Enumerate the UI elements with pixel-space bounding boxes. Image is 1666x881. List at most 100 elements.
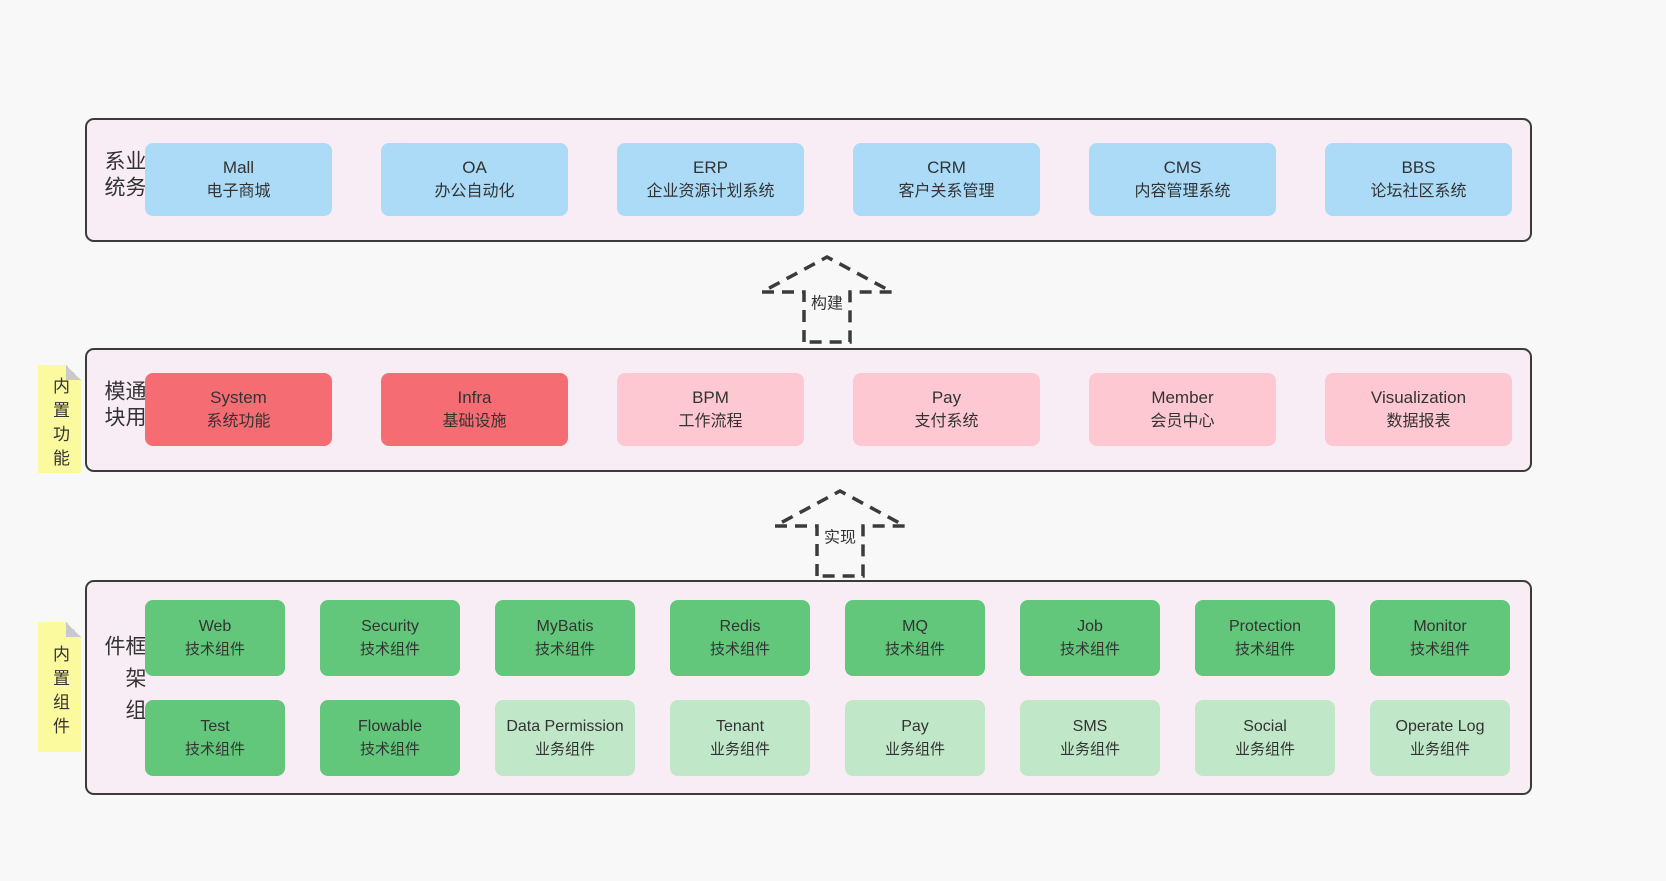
module-title: BBS xyxy=(1401,157,1436,177)
module-data-permission: Data Permission 业务组件 xyxy=(495,700,635,776)
module-title: Web xyxy=(198,617,232,635)
module-title: CRM xyxy=(927,157,966,177)
module-subtitle: 支付系统 xyxy=(914,412,979,430)
module-title: OA xyxy=(462,157,487,177)
module-bpm: BPM 工作流程 xyxy=(617,373,804,446)
band-side-label: 通用模块 xyxy=(102,380,146,432)
module-security: Security 技术组件 xyxy=(320,600,460,676)
module-subtitle: 业务组件 xyxy=(1059,740,1120,758)
dashed-up-arrow-icon xyxy=(761,255,893,344)
module-title: Infra xyxy=(457,387,492,407)
sticky-note-label: 内置功能 xyxy=(50,377,69,473)
module-subtitle: 数据报表 xyxy=(1386,412,1451,430)
module-job: Job 技术组件 xyxy=(1020,600,1160,676)
module-title: MQ xyxy=(902,617,928,635)
module-subtitle: 业务组件 xyxy=(1409,740,1470,758)
module-title: Security xyxy=(361,617,419,635)
module-crm: CRM 客户关系管理 xyxy=(853,143,1040,216)
band-row: Mall 电子商城 OA 办公自动化 ERP 企业资源计划系统 CRM 客户关系管理 CMS 内容… xyxy=(145,143,1512,216)
module-member: Member 会员中心 xyxy=(1089,373,1276,446)
module-pay: Pay 业务组件 xyxy=(845,700,985,776)
module-subtitle: 基础设施 xyxy=(442,412,507,430)
module-flowable: Flowable 技术组件 xyxy=(320,700,460,776)
module-title: Social xyxy=(1243,717,1287,735)
module-mall: Mall 电子商城 xyxy=(145,143,332,216)
band-side-label: 框架组件 xyxy=(102,634,146,731)
module-title: Pay xyxy=(901,717,929,735)
module-oa: OA 办公自动化 xyxy=(381,143,568,216)
module-title: Job xyxy=(1077,617,1103,635)
module-operate-log: Operate Log 业务组件 xyxy=(1370,700,1510,776)
sticky-note-label: 内置组件 xyxy=(50,645,69,741)
module-cms: CMS 内容管理系统 xyxy=(1089,143,1276,216)
module-subtitle: 客户关系管理 xyxy=(898,182,995,200)
module-subtitle: 技术组件 xyxy=(359,640,420,658)
module-title: ERP xyxy=(693,157,728,177)
module-subtitle: 系统功能 xyxy=(206,412,271,430)
module-subtitle: 技术组件 xyxy=(184,740,245,758)
module-subtitle: 技术组件 xyxy=(884,640,945,658)
module-erp: ERP 企业资源计划系统 xyxy=(617,143,804,216)
module-subtitle: 企业资源计划系统 xyxy=(646,182,775,200)
module-subtitle: 电子商城 xyxy=(206,182,271,200)
module-subtitle: 技术组件 xyxy=(184,640,245,658)
dashed-up-arrow-icon xyxy=(774,489,906,578)
module-title: Member xyxy=(1151,387,1214,407)
module-title: Data Permission xyxy=(506,717,624,735)
module-subtitle: 工作流程 xyxy=(678,412,743,430)
module-title: Redis xyxy=(719,617,761,635)
module-title: SMS xyxy=(1072,717,1108,735)
build-arrow-label: 构建 xyxy=(808,293,846,314)
module-subtitle: 技术组件 xyxy=(534,640,595,658)
module-subtitle: 业务组件 xyxy=(534,740,595,758)
module-title: Visualization xyxy=(1370,387,1467,407)
module-subtitle: 办公自动化 xyxy=(434,182,515,200)
module-title: Protection xyxy=(1228,617,1302,635)
module-subtitle: 技术组件 xyxy=(359,740,420,758)
module-subtitle: 论坛社区系统 xyxy=(1370,182,1467,200)
module-mybatis: MyBatis 技术组件 xyxy=(495,600,635,676)
module-subtitle: 业务组件 xyxy=(709,740,770,758)
module-title: Monitor xyxy=(1413,617,1467,635)
sticky-note-2: 内置组件 xyxy=(38,622,81,752)
module-title: CMS xyxy=(1163,157,1202,177)
module-title: MyBatis xyxy=(536,617,594,635)
sticky-note-1: 内置功能 xyxy=(38,365,81,473)
module-subtitle: 技术组件 xyxy=(1059,640,1120,658)
implement-arrow: 实现 xyxy=(765,486,915,578)
module-sms: SMS 业务组件 xyxy=(1020,700,1160,776)
module-bbs: BBS 论坛社区系统 xyxy=(1325,143,1512,216)
module-subtitle: 技术组件 xyxy=(1409,640,1470,658)
module-title: BPM xyxy=(692,387,729,407)
module-mq: MQ 技术组件 xyxy=(845,600,985,676)
module-subtitle: 技术组件 xyxy=(1234,640,1295,658)
module-visualization: Visualization 数据报表 xyxy=(1325,373,1512,446)
band-side-label: 业务系统 xyxy=(102,150,146,202)
module-web: Web 技术组件 xyxy=(145,600,285,676)
module-subtitle: 会员中心 xyxy=(1150,412,1215,430)
module-subtitle: 业务组件 xyxy=(884,740,945,758)
module-title: Operate Log xyxy=(1395,717,1485,735)
module-monitor: Monitor 技术组件 xyxy=(1370,600,1510,676)
module-subtitle: 内容管理系统 xyxy=(1134,182,1231,200)
build-arrow: 构建 xyxy=(752,252,902,344)
module-title: Mall xyxy=(222,157,255,177)
module-infra: Infra 基础设施 xyxy=(381,373,568,446)
module-title: Flowable xyxy=(357,717,423,735)
module-title: Pay xyxy=(931,387,962,407)
module-pay: Pay 支付系统 xyxy=(853,373,1040,446)
implement-arrow-label: 实现 xyxy=(821,527,859,548)
module-protection: Protection 技术组件 xyxy=(1195,600,1335,676)
